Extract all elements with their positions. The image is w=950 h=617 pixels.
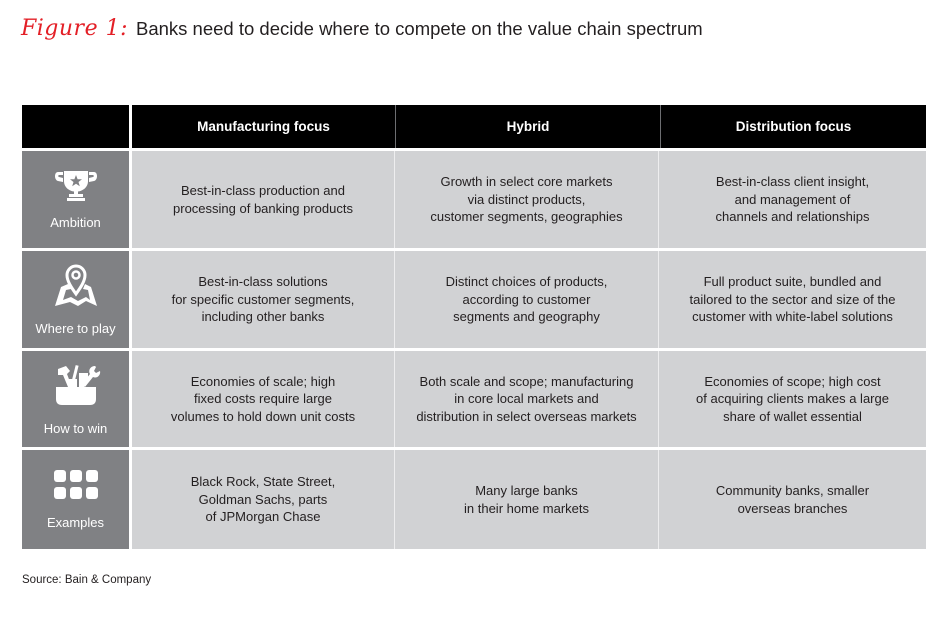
trophy-icon [54,171,97,201]
toolbox-icon [55,364,100,405]
row-label: Examples [46,515,105,530]
figure-title-text: Banks need to decide where to compete on… [136,18,703,39]
cell-text: Community banks, smaller overseas branch… [715,483,870,516]
column-header-manufacturing: Manufacturing focus [132,105,396,148]
cell-examples-distribution: Community banks, smaller overseas branch… [659,450,926,549]
cell-text: Growth in select core markets via distin… [430,174,623,225]
figure-label: Figure 1: [21,16,128,41]
cell-where-to-play-distribution: Full product suite, bundled and tailored… [659,251,926,348]
figure-title: Figure 1: Banks need to decide where to … [21,16,703,50]
table-header-row: Manufacturing focus Hybrid Distribution … [22,105,926,148]
grid-icon [53,470,98,499]
cell-how-to-win-manufacturing: Economies of scale; high fixed costs req… [132,351,395,447]
cell-ambition-distribution: Best-in-class client insight, and manage… [659,151,926,248]
cell-how-to-win-hybrid: Both scale and scope; manufacturing in c… [395,351,659,447]
cell-text: Best-in-class production and processing … [173,183,353,216]
row-label-cell: Examples [22,450,132,549]
cell-examples-hybrid: Many large banks in their home markets [395,450,659,549]
cell-how-to-win-distribution: Economies of scope; high cost of acquiri… [659,351,926,447]
row-label-cell: Ambition [22,151,132,248]
column-header-distribution: Distribution focus [735,119,852,134]
cell-text: Many large banks in their home markets [464,483,589,516]
value-chain-table: Manufacturing focus Hybrid Distribution … [22,105,926,549]
row-label-cell: How to win [22,351,132,447]
cell-where-to-play-hybrid: Distinct choices of products, according … [395,251,659,348]
row-label: Where to play [35,321,116,336]
table-row-how-to-win: How to win Economies of scale; high fixe… [22,351,926,447]
cell-text: Best-in-class solutions for specific cus… [171,274,355,325]
cell-ambition-manufacturing: Best-in-class production and processing … [132,151,395,248]
table-row-examples: Examples Black Rock, State Street, Goldm… [22,450,926,549]
header-corner-cell [22,105,132,148]
row-label: Ambition [50,215,101,230]
table-row-where-to-play: Where to play Best-in-class solutions fo… [22,251,926,348]
cell-text: Economies of scope; high cost of acquiri… [696,373,889,424]
cell-text: Best-in-class client insight, and manage… [715,174,870,225]
cell-text: Black Rock, State Street, Goldman Sachs,… [190,474,336,525]
map-pin-icon [54,264,97,306]
row-label-cell: Where to play [22,251,132,348]
cell-ambition-hybrid: Growth in select core markets via distin… [395,151,659,248]
cell-text: Full product suite, bundled and tailored… [689,274,896,325]
source-note: Source: Bain & Company [22,574,152,586]
cell-examples-manufacturing: Black Rock, State Street, Goldman Sachs,… [132,450,395,549]
cell-text: Economies of scale; high fixed costs req… [170,373,356,424]
row-label: How to win [43,420,108,436]
table-row-ambition: Ambition Best-in-class production and pr… [22,151,926,248]
cell-text: Distinct choices of products, according … [445,274,608,325]
column-header-hybrid: Hybrid [396,105,661,148]
cell-text: Both scale and scope; manufacturing in c… [416,373,637,424]
cell-where-to-play-manufacturing: Best-in-class solutions for specific cus… [132,251,395,348]
